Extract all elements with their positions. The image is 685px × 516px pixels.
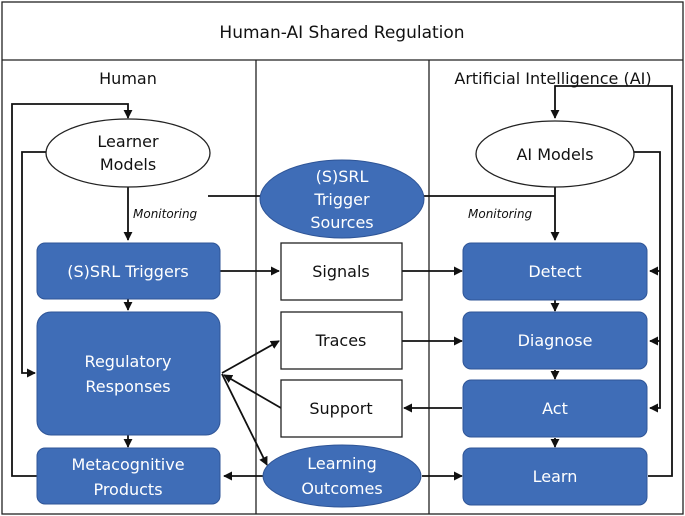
metacognitive-label-line2: Products xyxy=(93,480,162,499)
arrow-aimodels-bus-to-act xyxy=(632,151,661,413)
diagnose-label: Diagnose xyxy=(518,331,593,350)
node-act: Act xyxy=(462,379,648,438)
support-label: Support xyxy=(309,399,372,418)
detect-label: Detect xyxy=(528,262,581,281)
node-learn: Learn xyxy=(462,447,648,506)
arrow-regulatory-to-traces xyxy=(221,340,280,374)
arrow-learner-to-regulatory xyxy=(21,151,48,378)
regulatory-label-line1: Regulatory xyxy=(85,352,172,371)
metacognitive-label-line1: Metacognitive xyxy=(71,455,184,474)
arrow-regulatory-to-outcomes xyxy=(221,373,268,466)
node-metacognitive-products: Metacognitive Products xyxy=(36,447,221,505)
signals-label: Signals xyxy=(312,262,369,281)
trigger-sources-line2: Trigger xyxy=(313,190,370,209)
ai-models-label: AI Models xyxy=(516,145,593,164)
ssrl-triggers-label: (S)SRL Triggers xyxy=(67,262,188,281)
node-trigger-sources: (S)SRL Trigger Sources xyxy=(259,159,425,239)
monitoring-label-human: Monitoring xyxy=(133,207,198,221)
node-support: Support xyxy=(280,379,403,438)
column-label-human: Human xyxy=(99,69,157,88)
connectors xyxy=(11,85,673,481)
node-ai-models: AI Models xyxy=(475,120,635,188)
learning-outcomes-line2: Outcomes xyxy=(301,479,382,498)
node-ssrl-triggers: (S)SRL Triggers xyxy=(36,242,221,300)
act-label: Act xyxy=(542,399,568,418)
learning-outcomes-line1: Learning xyxy=(307,454,376,473)
node-diagnose: Diagnose xyxy=(462,311,648,370)
arrow-meta-to-learner-loop xyxy=(11,103,133,477)
regulatory-label-line2: Responses xyxy=(85,377,170,396)
learn-label: Learn xyxy=(533,467,578,486)
node-learner-models: Learner Models xyxy=(45,118,211,188)
node-traces: Traces xyxy=(280,311,403,370)
learner-models-label-line1: Learner xyxy=(97,132,159,151)
arrow-learn-to-aimodels-loop xyxy=(550,85,673,477)
traces-label: Traces xyxy=(315,331,367,350)
column-label-ai: Artificial Intelligence (AI) xyxy=(454,69,651,88)
node-learning-outcomes: Learning Outcomes xyxy=(262,444,422,508)
node-regulatory-responses: Regulatory Responses xyxy=(36,311,221,436)
node-detect: Detect xyxy=(462,242,648,301)
learner-models-label-line2: Models xyxy=(100,155,156,174)
monitoring-label-ai: Monitoring xyxy=(468,207,533,221)
arrow-support-to-regulatory xyxy=(223,374,282,409)
trigger-sources-line3: Sources xyxy=(310,213,373,232)
diagram-title: Human-AI Shared Regulation xyxy=(219,23,464,43)
trigger-sources-line1: (S)SRL xyxy=(316,167,369,186)
node-signals: Signals xyxy=(280,242,403,301)
